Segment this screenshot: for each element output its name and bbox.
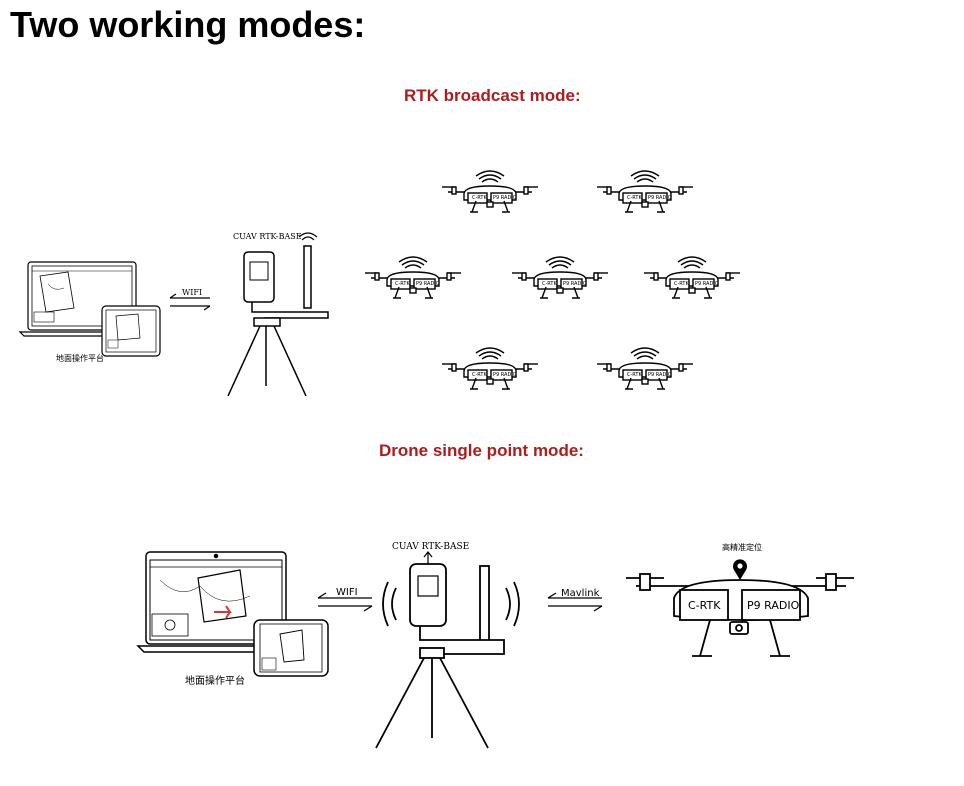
ground-station-label-2: 地面操作平台: [185, 674, 245, 687]
wifi-link-arrows-1: [169, 293, 211, 311]
base-label-1: CUAV RTK-BASE: [233, 232, 302, 241]
rtk-broadcast-title: RTK broadcast mode:: [404, 86, 581, 105]
drone-2: [596, 170, 694, 213]
drone-3: [364, 256, 462, 299]
rtk-base-small: [227, 232, 329, 397]
drone-large-label-left: C-RTK: [688, 599, 721, 612]
drone-6: [441, 347, 539, 390]
drone-2-label-right: P9 RADIO: [648, 195, 672, 201]
drone-3-label-left: C-RTK: [395, 281, 410, 287]
drone-5-label-left: C-RTK: [674, 281, 689, 287]
wifi-label-1: WIFI: [182, 288, 202, 297]
page-title: Two working modes:: [10, 4, 366, 45]
drone-7: [596, 347, 694, 390]
drone-large: [626, 573, 854, 657]
drone-large-label-right: P9 RADIO: [747, 599, 800, 612]
drone-4-label-right: P9 RADIO: [563, 281, 587, 287]
drone-6-label-right: P9 RADIO: [493, 372, 517, 378]
rtk-base-large: [375, 551, 520, 749]
single-point-title: Drone single point mode:: [379, 441, 584, 460]
drone-3-label-right: P9 RADIO: [416, 281, 440, 287]
drone-5-label-right: P9 RADIO: [695, 281, 719, 287]
wifi-label-2: WIFI: [336, 587, 358, 598]
ground-station-large: [136, 551, 329, 677]
drone-6-label-left: C-RTK: [472, 372, 487, 378]
ground-station-small: [19, 261, 161, 357]
mavlink-link-arrows: [547, 592, 603, 612]
mavlink-label: Mavlink: [561, 588, 600, 599]
drone-2-label-left: C-RTK: [627, 195, 642, 201]
location-pin-icon: [733, 559, 747, 580]
drone-5: [643, 256, 741, 299]
drone-4-label-left: C-RTK: [542, 281, 557, 287]
drone-7-label-right: P9 RADIO: [648, 372, 672, 378]
ground-station-label-1: 地面操作平台: [56, 353, 104, 363]
base-label-2: CUAV RTK-BASE: [392, 542, 469, 552]
drone-1-label-left: C-RTK: [472, 195, 487, 201]
drone-1: [441, 170, 539, 213]
positioning-label: 高精准定位: [722, 542, 762, 552]
drone-1-label-right: P9 RADIO: [493, 195, 517, 201]
drone-4: [511, 256, 609, 299]
drone-7-label-left: C-RTK: [627, 372, 642, 378]
wifi-link-arrows-2: [317, 592, 373, 612]
